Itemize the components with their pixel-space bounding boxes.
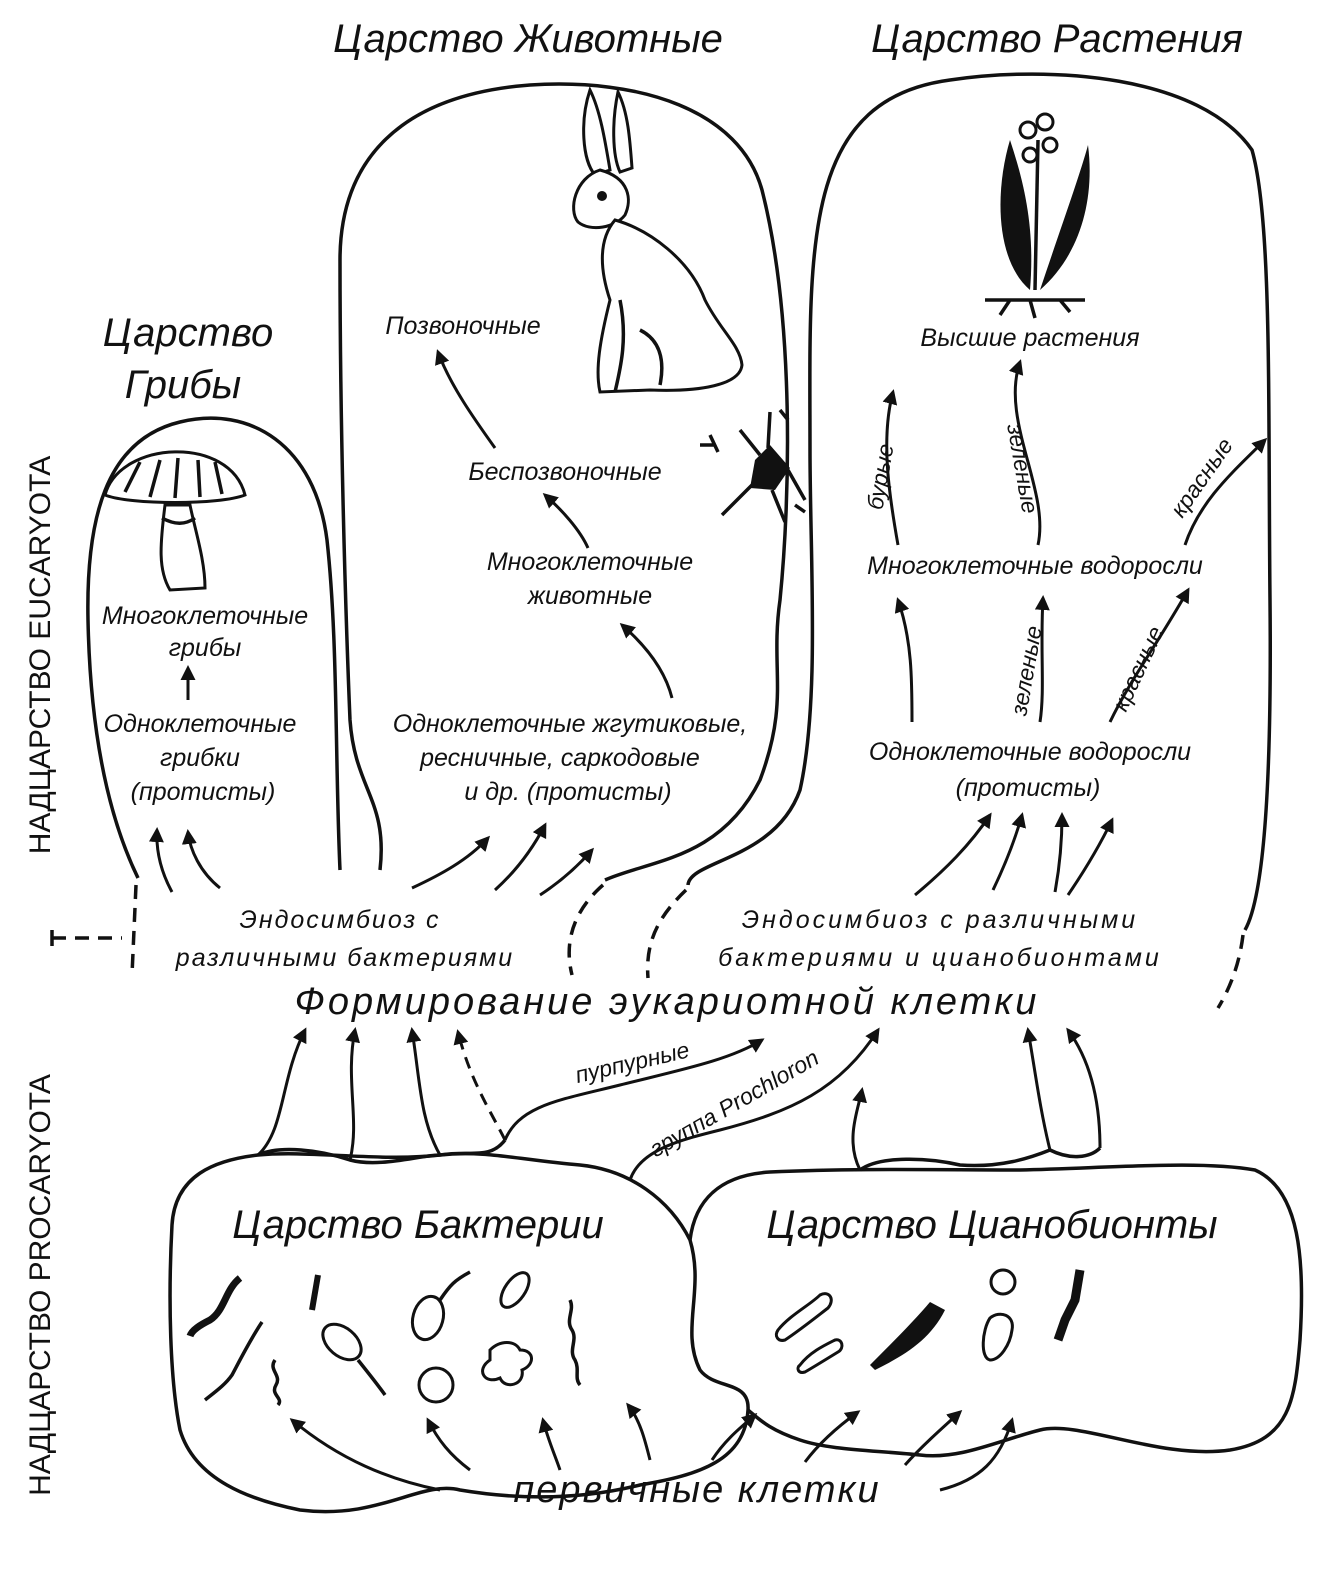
arrow-cyano-to-eukaryote-2 bbox=[1022, 1027, 1052, 1151]
plants-region-outline bbox=[686, 72, 1272, 931]
arrow-endo-to-algae-1 bbox=[914, 812, 992, 897]
kingdom-fungi-title-line2: Грибы bbox=[125, 363, 241, 407]
arrow-bacteria-to-eukaryote-3 bbox=[406, 1027, 442, 1156]
brown-algae-label: бурые bbox=[862, 442, 899, 512]
arrow-cyano-to-eukaryote-3 bbox=[1066, 1027, 1102, 1149]
arrow-animal-protists-to-multicellular bbox=[619, 623, 674, 699]
animal-protists-line3: и др. (протисты) bbox=[464, 778, 671, 806]
arrow-primary-to-cyano-4 bbox=[939, 1417, 1016, 1492]
bacteria-shapes-icon bbox=[186, 1270, 582, 1407]
multicellular-algae-label: Многоклеточные водоросли bbox=[867, 552, 1203, 580]
arrow-invertebrates-to-vertebrates bbox=[435, 349, 497, 449]
arrow-endo-to-animals-2 bbox=[493, 822, 547, 892]
arrow-endo-to-algae-4 bbox=[1066, 817, 1114, 896]
starfish-icon bbox=[700, 408, 807, 523]
arrow-unicellular-to-multicellular-algae-left bbox=[894, 597, 914, 723]
vertebrates-label: Позвоночные bbox=[385, 312, 540, 340]
animal-protists-line1: Одноклеточные жгутиковые, bbox=[393, 710, 747, 738]
plant-icon bbox=[985, 112, 1090, 319]
multicellular-fungi-line1: Многоклеточные bbox=[102, 602, 308, 630]
superkingdom-eukaryota-label: НАДЦАРСТВО EUCARYOTA bbox=[24, 456, 57, 854]
fungi-region-dashed-edge bbox=[130, 884, 138, 976]
plants-region-dashed-right bbox=[1216, 934, 1245, 1009]
arrow-primary-to-bacteria-1 bbox=[289, 1418, 441, 1492]
kingdom-cyanobionts-title: Царство Цианобионты bbox=[766, 1203, 1217, 1247]
arrow-multicellular-to-higher-brown bbox=[882, 389, 900, 546]
arrow-multicellular-to-higher-green bbox=[1009, 359, 1042, 546]
multicellular-animals-line2: животные bbox=[527, 582, 652, 610]
arrow-bacteria-to-eukaryote-dashed bbox=[453, 1029, 507, 1141]
animal-protists-line2: ресничные, саркодовые bbox=[419, 744, 700, 772]
multicellular-fungi-line2: грибы bbox=[169, 634, 242, 662]
endosymbiosis-right-line2: бактериями и цианобионтами bbox=[718, 944, 1162, 972]
arrow-multicellular-to-invertebrates bbox=[542, 493, 590, 549]
higher-plants-label: Высшие растения bbox=[920, 324, 1139, 352]
kingdom-animals-title: Царство Животные bbox=[333, 17, 723, 61]
arrow-endo-to-fungi-1 bbox=[148, 827, 174, 893]
cyano-branch-base bbox=[858, 1146, 1102, 1172]
arrow-primary-to-cyano-1 bbox=[710, 1413, 758, 1461]
fungi-region-outline bbox=[86, 416, 342, 879]
kingdom-plants-title: Царство Растения bbox=[871, 17, 1243, 61]
kingdom-bacteria-title: Царство Бактерии bbox=[232, 1203, 604, 1247]
arrow-endo-to-animals-3 bbox=[539, 847, 594, 897]
plants-region-dashed-left bbox=[645, 888, 688, 979]
unicellular-algae-line1: Одноклеточные водоросли bbox=[869, 738, 1191, 766]
mushroom-icon bbox=[103, 450, 247, 592]
arrow-endo-to-animals-1 bbox=[411, 835, 491, 890]
kingdom-fungi-title-line1: Царство bbox=[103, 311, 273, 355]
arrow-bacteria-to-eukaryote-2 bbox=[345, 1027, 361, 1161]
arrow-primary-to-cyano-3 bbox=[903, 1409, 963, 1466]
eukaryotic-cell-formation-label: Формирование эукариотной клетки bbox=[295, 981, 1040, 1023]
arrow-primary-to-cyano-2 bbox=[803, 1410, 861, 1463]
primary-cells-label: первичные клетки bbox=[513, 1469, 880, 1511]
endosymbiosis-right-line1: Эндосимбиоз с различными bbox=[742, 906, 1138, 934]
purple-bacteria-label: пурпурные bbox=[573, 1036, 692, 1087]
unicellular-fungi-line2: грибки bbox=[160, 744, 240, 772]
bacteria-region-outline bbox=[168, 1151, 750, 1514]
unicellular-fungi-line3: (протисты) bbox=[131, 778, 276, 806]
unicellular-fungi-line1: Одноклеточные bbox=[104, 710, 297, 738]
superkingdom-prokaryota-label: НАДЦАРСТВО PROCARYOTA bbox=[24, 1074, 57, 1496]
hare-icon bbox=[572, 86, 744, 394]
unicellular-algae-line2: (протисты) bbox=[956, 774, 1101, 802]
endosymbiosis-left-line1: Эндосимбиоз с bbox=[239, 906, 440, 934]
arrow-purple-bacteria bbox=[503, 1038, 765, 1141]
arrow-primary-to-bacteria-4 bbox=[626, 1402, 652, 1461]
arrow-prochloron bbox=[628, 1027, 880, 1181]
animals-region-dashed-edge bbox=[567, 883, 605, 976]
cyanobacteria-shapes-icon bbox=[774, 1268, 1085, 1374]
endosymbiosis-left-line2: различными бактериями bbox=[175, 944, 514, 972]
arrow-endo-to-algae-3 bbox=[1053, 812, 1070, 893]
cyanobionts-region-outline bbox=[688, 1163, 1304, 1458]
multicellular-animals-line1: Многоклеточные bbox=[487, 548, 693, 576]
bacteria-branch-base bbox=[257, 1138, 507, 1165]
arrow-unicellular-to-multicellular-algae-red bbox=[1108, 587, 1190, 723]
arrow-endo-to-algae-2 bbox=[991, 812, 1026, 891]
arrow-multicellular-to-higher-red bbox=[1183, 437, 1268, 546]
arrow-cyano-to-eukaryote-1 bbox=[851, 1087, 867, 1171]
arrow-unicellular-to-multicellular-algae-green bbox=[1034, 595, 1050, 723]
arrow-bacteria-to-eukaryote-1 bbox=[256, 1027, 307, 1157]
animals-region-outline bbox=[338, 82, 790, 882]
arrow-primary-to-bacteria-3 bbox=[538, 1417, 562, 1471]
arrow-endo-to-fungi-2 bbox=[181, 829, 221, 890]
arrow-primary-to-bacteria-2 bbox=[426, 1417, 471, 1472]
invertebrates-label: Беспозвоночные bbox=[468, 458, 661, 486]
